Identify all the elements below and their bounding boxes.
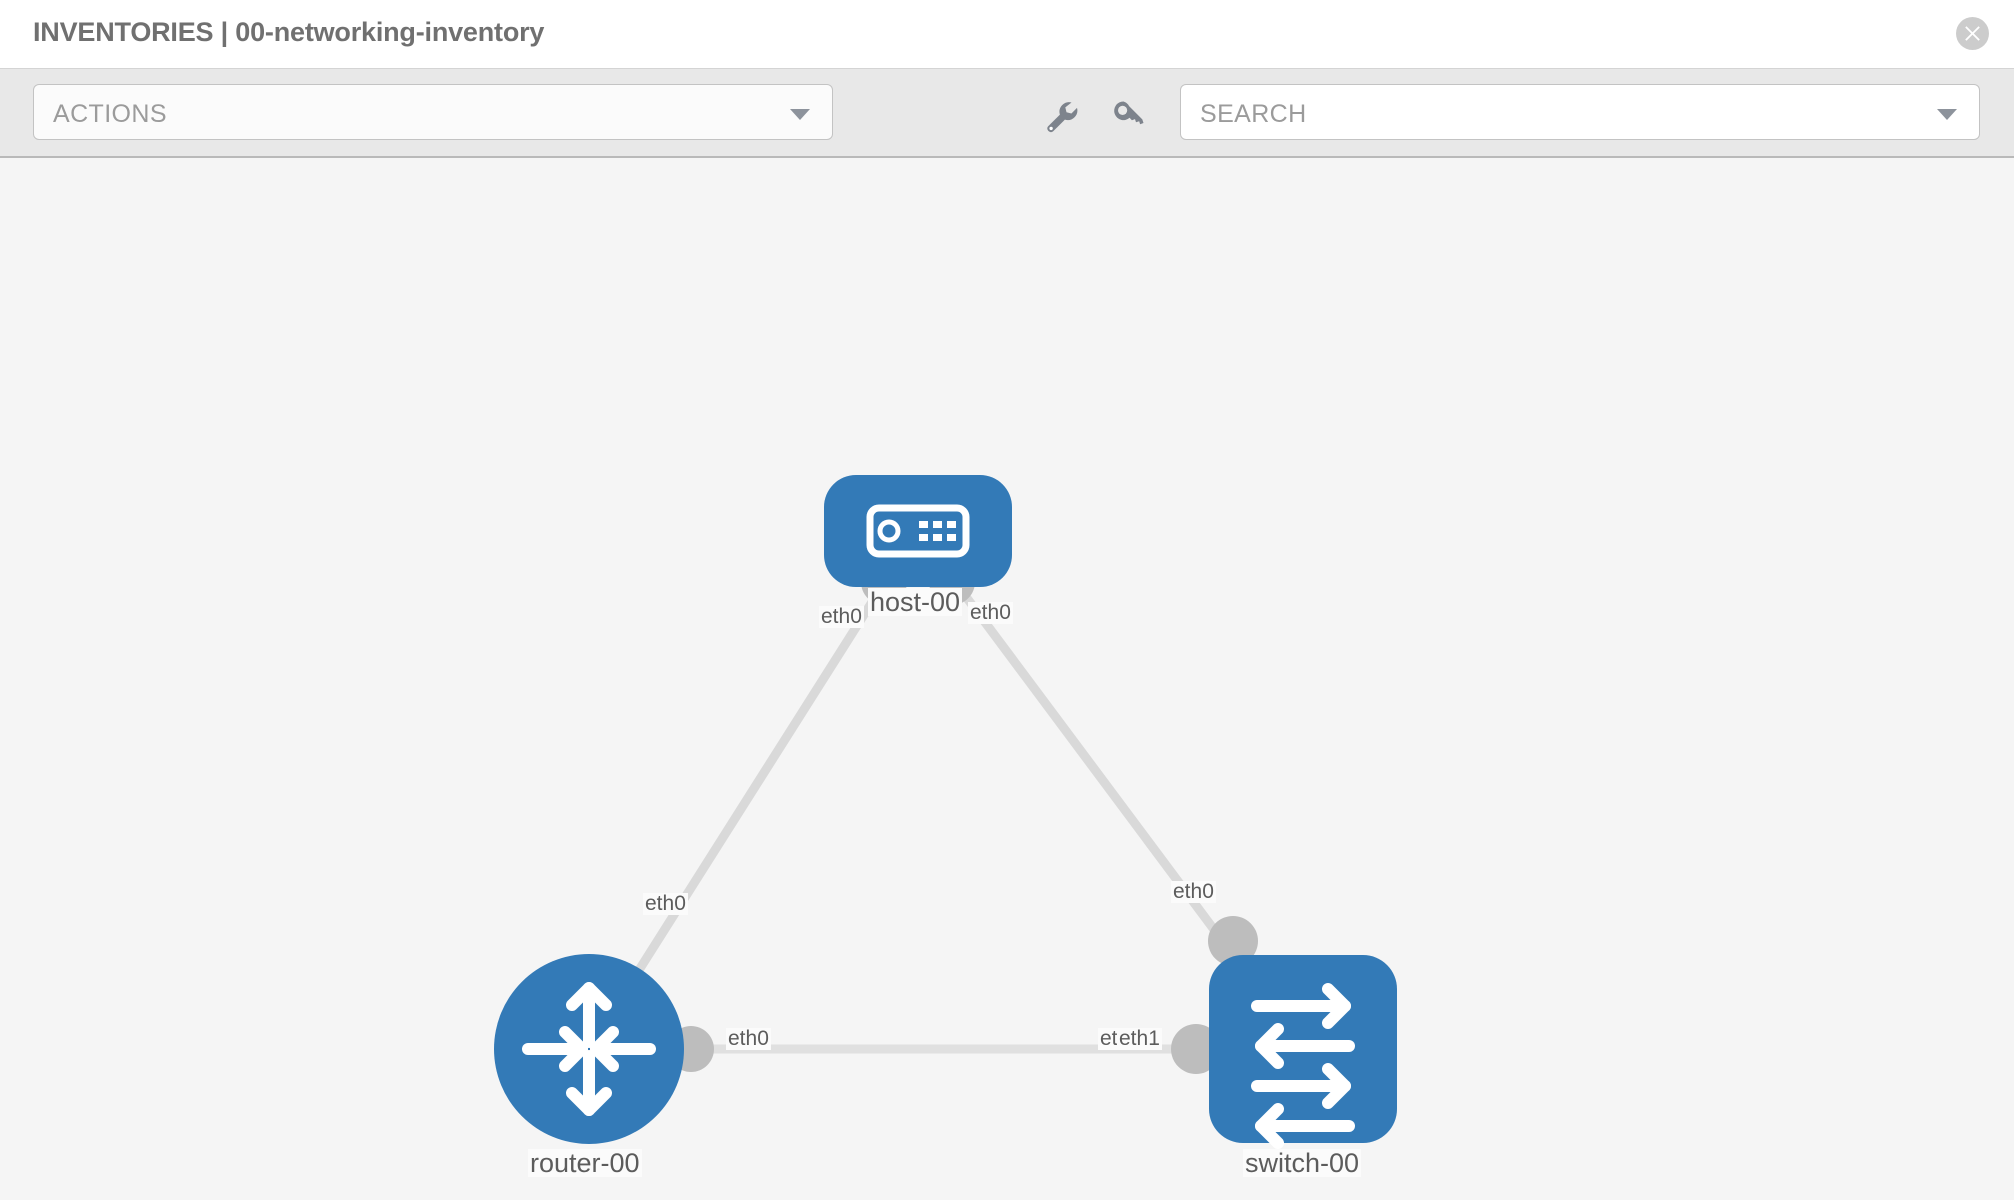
topology-graph (494, 475, 1397, 1149)
interface-label: eth0 (819, 605, 864, 629)
window-titlebar: INVENTORIES | 00-networking-inventory (0, 0, 2014, 68)
chevron-down-icon[interactable] (1937, 109, 1957, 120)
close-icon[interactable] (1956, 17, 1989, 50)
node-label-host: host-00 (868, 587, 963, 617)
actions-dropdown-label: ACTIONS (53, 100, 167, 128)
wrench-icon[interactable] (1040, 95, 1080, 135)
key-icon[interactable] (1108, 95, 1148, 135)
page-title: INVENTORIES | 00-networking-inventory (33, 17, 545, 47)
topology-canvas[interactable]: eth0 eth0 eth0 eth0 eth0 eth0 eth1 host-… (0, 158, 2014, 1200)
switch-arrows-icon (1251, 983, 1355, 1149)
connector-switch-left[interactable] (1171, 1024, 1221, 1074)
node-router-00[interactable] (494, 954, 684, 1144)
interface-label: eth0 (968, 601, 1013, 625)
node-label-router: router-00 (528, 1148, 642, 1178)
interface-label: eth1 (1117, 1027, 1162, 1051)
interface-connectors (668, 559, 1258, 1074)
node-label-switch: switch-00 (1243, 1148, 1362, 1178)
interface-label: eth0 (726, 1027, 771, 1051)
interface-label: eth0 (643, 892, 688, 916)
search-placeholder: SEARCH (1200, 100, 1307, 128)
node-host-00[interactable] (824, 475, 1012, 587)
interface-label: eth0 (1171, 880, 1216, 904)
topology-toolbar: ACTIONS SEARCH (0, 68, 2014, 158)
actions-dropdown[interactable]: ACTIONS (33, 84, 833, 140)
chevron-down-icon (790, 109, 810, 120)
server-icon (866, 504, 970, 558)
search-input[interactable]: SEARCH (1180, 84, 1980, 140)
router-arrows-icon (522, 982, 656, 1116)
node-switch-00[interactable] (1209, 955, 1397, 1149)
connector-switch-top[interactable] (1208, 916, 1258, 966)
